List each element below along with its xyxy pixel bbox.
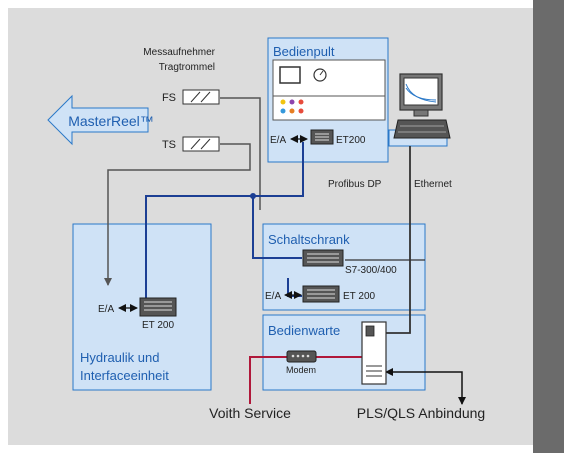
profibus-junction: [250, 193, 256, 199]
bedienpult-ea-label: E/A: [270, 135, 286, 146]
pc-workstation-icon: [393, 73, 451, 139]
modem-label: Modem: [286, 365, 316, 375]
schaltschrank-et200-label: ET 200: [343, 291, 375, 302]
hydraulik-et200-label: ET 200: [142, 320, 174, 331]
pls-label: PLS/QLS Anbindung: [357, 405, 485, 421]
hydraulik-title-line1: Hydraulik und: [80, 350, 160, 365]
sensor-title-line2: Tragtrommel: [159, 62, 215, 73]
pls-connection-line: [385, 368, 466, 405]
ts-sensor-line: [104, 143, 251, 286]
profibus-line-schaltschrank: [252, 196, 302, 259]
ethernet-label: Ethernet: [414, 179, 452, 190]
fs-label: FS: [162, 92, 176, 104]
bedienwarte-title: Bedienwarte: [268, 323, 340, 338]
ethernet-line: [385, 146, 411, 334]
s7-label: S7-300/400: [345, 265, 397, 276]
schaltschrank-title: Schaltschrank: [268, 232, 350, 247]
side-bar: [533, 0, 564, 453]
bedienpult-title: Bedienpult: [273, 44, 335, 59]
s7-plc-icon: [302, 249, 344, 267]
keyboard-icon: [393, 119, 451, 139]
bedienpult-et200-label: ET200: [336, 135, 366, 146]
server-tower-icon: [361, 321, 387, 385]
masterreel-label: MasterReel™: [68, 113, 154, 129]
fs-sensor-line: [220, 97, 261, 210]
profibus-label: Profibus DP: [328, 179, 382, 190]
hydraulik-ea-label: E/A: [98, 304, 114, 315]
modem-icon: [286, 350, 317, 363]
ts-sensor-icon: [182, 136, 220, 152]
ts-label: TS: [162, 139, 176, 151]
masterreel-arrow: [47, 94, 149, 146]
fs-sensor-icon: [182, 89, 220, 105]
schaltschrank-ea-label: E/A: [265, 291, 281, 302]
voith-service-label: Voith Service: [209, 405, 291, 421]
schaltschrank-et200-icon: [302, 285, 340, 303]
console-screen-icon: [279, 66, 301, 84]
profibus-line-main: [145, 142, 304, 298]
hydraulik-title-line2: Interfaceeinheit: [80, 368, 169, 383]
operator-console-icon: [272, 59, 386, 121]
hydraulik-et200-icon: [139, 297, 177, 317]
bedienpult-et200-icon: [310, 129, 334, 145]
sensor-title-line1: Messaufnehmer: [143, 47, 215, 58]
voith-service-line: [249, 356, 287, 404]
